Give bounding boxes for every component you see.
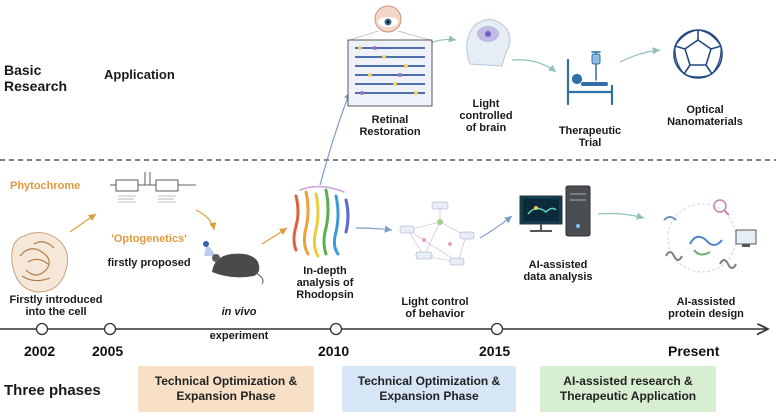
arrow-rhodopsin-to-behavior [355,225,393,233]
optogenetics-label: 'Optogenetics' firstly proposed [94,221,204,269]
eye-icon [374,5,402,33]
arrow-cell-to-optogenetics [69,213,97,233]
optical-nanomaterials-label: Optical Nanomaterials [667,104,743,128]
year-2005: 2005 [92,343,124,359]
cell-protein-illustration [11,232,69,293]
arrow-retinal-to-brain [429,35,457,44]
retinal-restoration-label: Retinal Restoration [359,114,421,138]
arrow-optogenetics-to-invivo [195,209,217,231]
application-header: Application [104,67,175,82]
phase-2-label: Technical Optimization & Expansion Phase [357,374,501,403]
optogenetics-diagram [110,172,196,203]
behavior-network [399,201,475,266]
firstly-introduced-label: Firstly introduced into the cell [9,294,103,318]
arrow-rhodopsin-to-retinal [319,91,351,186]
optogenetics-term: 'Optogenetics' [111,233,187,245]
timeline-node-2015 [490,322,504,336]
computer-icon [519,185,591,237]
phase-box-3 [540,366,716,412]
arrow-trial-to-nano [619,47,661,63]
fullerene-icon [673,29,723,79]
year-2010: 2010 [318,343,350,359]
retina-cells-panel [347,39,433,107]
phase-1-label: Technical Optimization & Expansion Phase [154,374,298,403]
timeline-node-2002 [35,322,49,336]
ai-data-analysis-label: AI-assisted data analysis [523,259,593,283]
phytochrome-label: Phytochrome [10,180,81,192]
rhodopsin-label: In-depth analysis of Rhodopsin [296,265,354,301]
phase-box-1 [138,366,314,412]
timeline-node-2005 [103,322,117,336]
invivo-label: in vivo experiment [196,294,282,342]
ai-protein-design-label: AI-assisted protein design [668,296,744,320]
brain-head-icon [456,10,516,70]
protein-design-cycle [663,199,757,273]
year-present: Present [668,343,720,359]
year-2015: 2015 [479,343,511,359]
hospital-bed-icon [566,51,614,106]
arrow-ai-to-protein [597,212,645,220]
basic-research-header: Basic Research [4,62,68,94]
phase-3-label: AI-assisted research & Therapeutic Appli… [559,374,697,403]
arrow-brain-to-trial [511,59,557,73]
optogenetics-proposed: firstly proposed [107,257,191,269]
arrow-invivo-to-rhodopsin [261,227,288,245]
invivo-experiment: experiment [209,330,269,342]
year-2002: 2002 [24,343,56,359]
phase-box-2 [342,366,516,412]
rhodopsin-structure [292,185,350,258]
mouse-illustration [203,241,264,285]
therapeutic-trial-label: Therapeutic Trial [558,125,622,149]
light-control-behavior-label: Light control of behavior [401,296,469,320]
light-controlled-brain-label: Light controlled of brain [459,98,513,134]
arrow-behavior-to-ai [479,215,513,239]
timeline-node-2010 [329,322,343,336]
invivo-term: in vivo [221,306,257,318]
three-phases-label: Three phases [4,382,101,399]
